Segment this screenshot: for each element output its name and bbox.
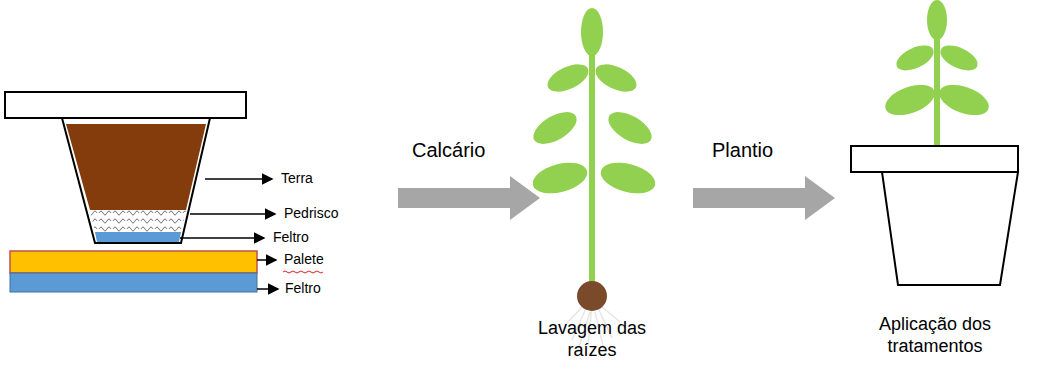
stage-caption: Aplicação dos tratamentos <box>850 314 1020 357</box>
pot-body <box>882 172 1018 285</box>
process-arrow <box>693 176 835 220</box>
part-label: Terra <box>281 170 313 187</box>
seedling <box>528 8 658 350</box>
part-label: Feltro <box>285 280 321 297</box>
leader-lines <box>180 179 278 289</box>
stage-caption: Lavagem das raízes <box>517 318 667 361</box>
pot-rim <box>5 92 246 118</box>
spell-underline <box>283 271 323 273</box>
felt <box>95 232 181 242</box>
pot-body <box>62 118 210 243</box>
process-arrow <box>398 176 540 220</box>
pallet <box>10 251 257 273</box>
step-label: Plantio <box>712 138 773 162</box>
plant <box>881 0 993 147</box>
gravel-texture <box>90 210 186 232</box>
part-label: Pedrisco <box>284 205 338 222</box>
part-label: Feltro <box>273 229 309 246</box>
gravel <box>90 210 186 232</box>
step-label: Calcário <box>412 138 485 162</box>
felt-base <box>10 273 257 292</box>
soil <box>66 124 206 210</box>
pot-rim <box>851 146 1018 172</box>
part-label: Palete <box>284 251 324 268</box>
